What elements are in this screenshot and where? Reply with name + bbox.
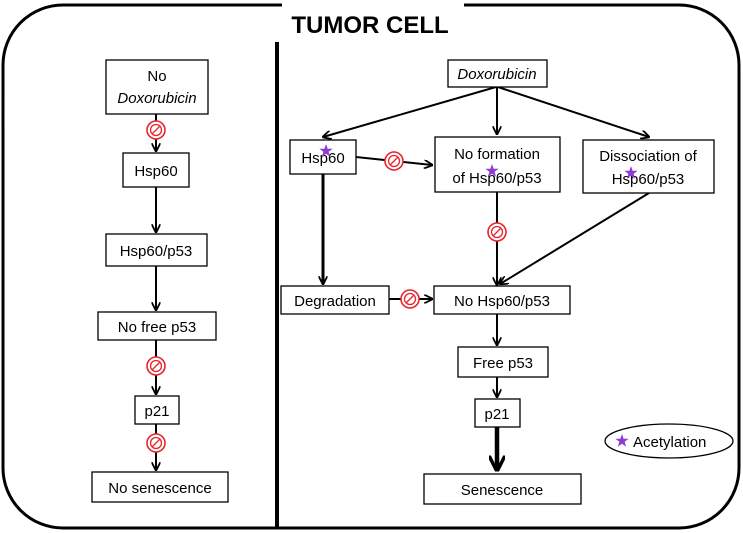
node-senescence-label: Senescence [461,482,544,499]
node-doxorubicin-label: Doxorubicin [457,66,536,83]
node-dissociation-line2: Hsp60/p53 [612,171,685,188]
node-no-doxorubicin-line2: Doxorubicin [117,90,196,107]
node-hsp60-p53-left-label: Hsp60/p53 [120,243,193,260]
inhibition-icon [146,356,166,376]
inhibition-icon [146,120,166,140]
node-dissociation-line1: Dissociation of [599,148,697,165]
node-no-formation-line2: of Hsp60/p53 [452,170,541,187]
node-p21-right [474,398,521,428]
legend-label: Acetylation [633,434,706,451]
inhibition-icon [384,151,404,171]
node-free-p53 [457,346,549,378]
node-hsp60-p53-left [105,233,208,267]
arrow-dissociation-to-no-complex [500,192,650,284]
node-dissociation [582,139,715,194]
title-background [282,0,464,34]
node-hsp60-right [289,139,357,175]
node-free-p53-label: Free p53 [473,355,533,372]
node-no-formation [434,136,561,193]
page-title: TUMOR CELL [291,12,448,39]
node-hsp60-left-label: Hsp60 [134,163,177,180]
node-p21-right-label: p21 [484,406,509,423]
arrow-dox-to-dissociation [497,86,649,137]
node-no-free-p53 [97,311,217,341]
node-no-hsp60-p53-label: No Hsp60/p53 [454,293,550,310]
node-senescence [423,473,582,505]
node-degradation-label: Degradation [294,293,376,310]
node-p21-left [134,395,180,425]
node-hsp60-right-label: Hsp60 [301,150,344,167]
node-no-formation-line1: No formation [454,146,540,163]
inhibition-icon [400,289,420,309]
node-no-doxorubicin-line1: No [147,68,166,85]
node-no-senescence-label: No senescence [108,480,211,497]
legend: Acetylation [604,423,734,459]
node-no-hsp60-p53 [433,285,571,315]
node-no-doxorubicin [105,59,209,115]
node-degradation [280,285,390,315]
legend-ellipse [604,423,734,459]
node-hsp60-left [122,152,190,188]
node-p21-left-label: p21 [144,403,169,420]
node-no-senescence [91,471,229,503]
inhibition-icon [487,222,507,242]
inhibition-icon [146,433,166,453]
node-doxorubicin [447,59,548,88]
node-no-free-p53-label: No free p53 [118,319,196,336]
arrow-dox-to-hsp60 [323,86,497,137]
